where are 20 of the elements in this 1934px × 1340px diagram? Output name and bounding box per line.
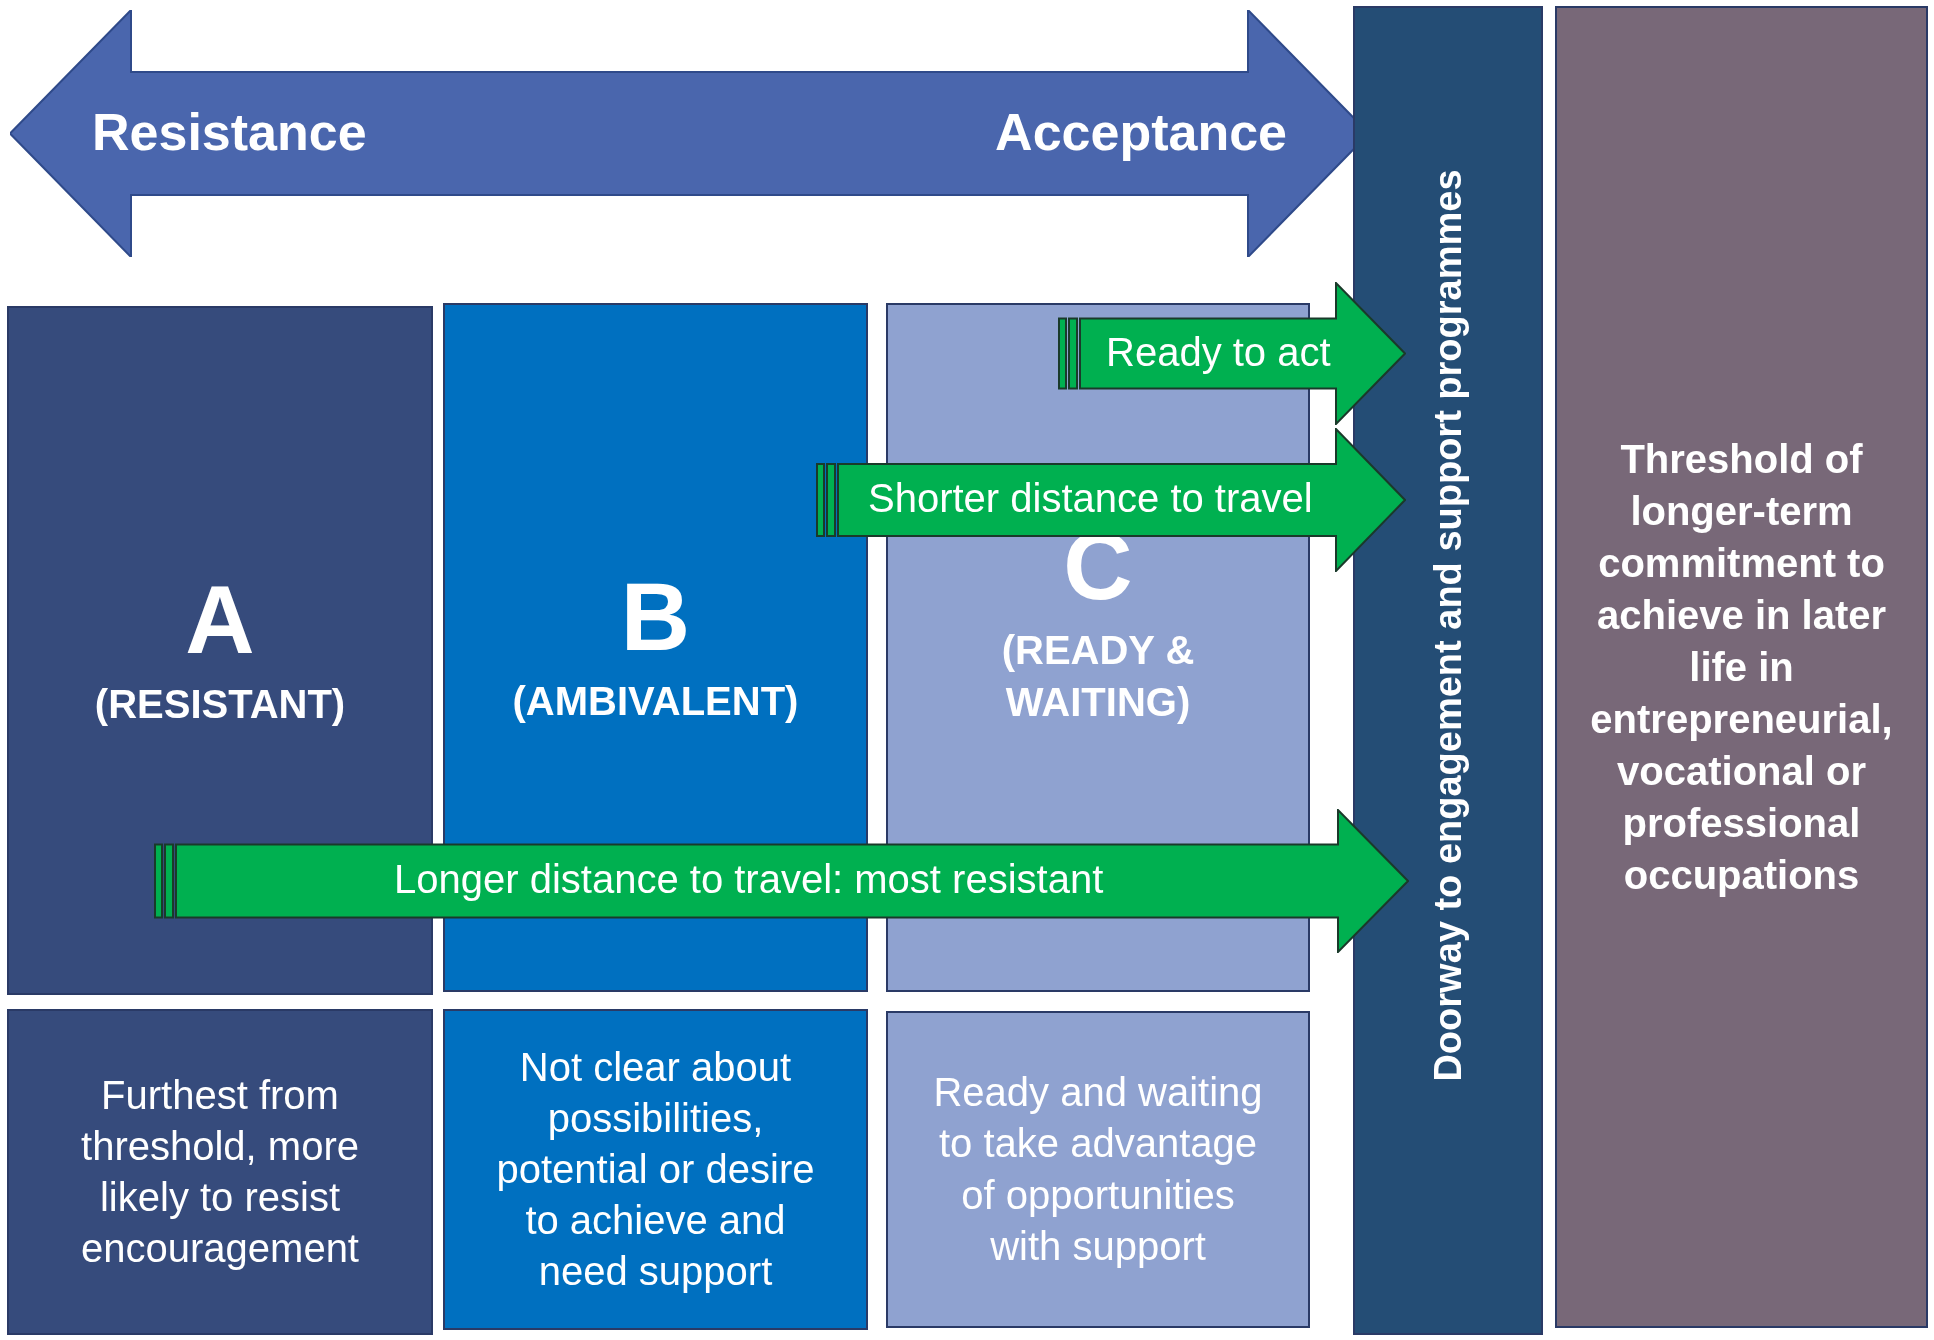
arrow-label: Longer distance to travel: most resistant: [394, 857, 1104, 902]
category-label: (AMBIVALENT): [511, 677, 800, 725]
arrow-label: Acceptance: [995, 101, 1287, 162]
description-panel: [886, 1011, 1310, 1328]
arrow-label: Resistance: [92, 101, 367, 162]
threshold-text: Threshold of longer-term commitment to achieve in later life in entrepreneurial, vocational or professional occupations: [1589, 436, 1894, 899]
description-text: Furthest from threshold, more likely to resist encouragement: [80, 1071, 360, 1273]
description-text: Not clear about possibilities, potential or desire to achieve and need support: [495, 1043, 816, 1296]
threshold-panel: [1555, 6, 1928, 1328]
arrow-label: Shorter distance to travel: [868, 476, 1313, 521]
category-label: (RESISTANT): [93, 680, 347, 728]
description-panel: [7, 1009, 433, 1335]
category-letter: A: [185, 571, 255, 668]
doorway-panel: [1353, 6, 1543, 1335]
category-letter: B: [620, 568, 691, 665]
doorway-text: Doorway to engagement and support programmes: [1426, 169, 1470, 1082]
description-panel: [443, 1009, 868, 1330]
arrow-label: Ready to act: [1106, 329, 1331, 375]
description-text: Ready and waiting to take advantage of opportunities with support: [932, 1069, 1264, 1270]
category-label: (READY & WAITING): [1000, 626, 1196, 726]
